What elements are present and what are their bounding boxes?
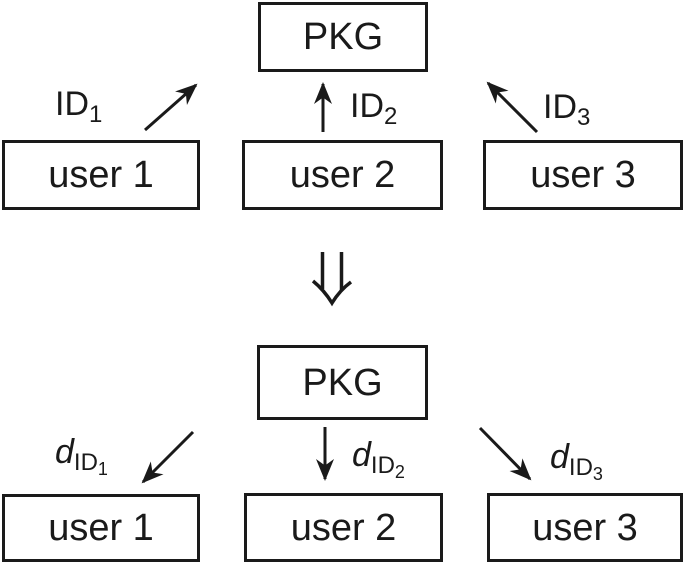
user1-box-bottom: user 1: [2, 494, 200, 562]
user1-box-top: user 1: [2, 140, 200, 210]
user2-box-top: user 2: [242, 140, 443, 210]
user1-bottom-label: user 1: [48, 507, 154, 549]
label-d-id3: dID3: [550, 438, 603, 483]
user2-bottom-label: user 2: [290, 506, 397, 549]
d-id3-subsub: 3: [592, 464, 603, 484]
d-id1-base: d: [55, 433, 74, 471]
label-id3: ID3: [543, 88, 590, 130]
id2-sub: 2: [384, 103, 398, 130]
user2-top-label: user 2: [289, 154, 396, 196]
arrow-pkg-to-user1: [141, 430, 195, 484]
d-id3-base: d: [550, 438, 569, 476]
id3-base: ID: [543, 88, 577, 126]
user3-box-bottom: user 3: [487, 493, 683, 562]
user3-top-label: user 3: [530, 154, 636, 196]
id3-sub: 3: [577, 104, 591, 131]
arrow-user1-to-pkg: [144, 83, 198, 132]
pkg-box-bottom: PKG: [257, 345, 428, 420]
id1-base: ID: [55, 85, 89, 123]
pkg-box-top: PKG: [258, 2, 428, 72]
id2-base: ID: [350, 87, 384, 125]
user1-top-label: user 1: [48, 154, 154, 196]
d-id2-base: d: [352, 436, 371, 474]
id1-sub: 1: [89, 101, 103, 128]
d-id3-sub: ID: [568, 454, 593, 481]
label-d-id1: dID1: [55, 433, 108, 478]
double-down-arrow: [311, 252, 353, 307]
arrow-pkg-to-user3: [478, 426, 532, 481]
label-id1: ID1: [55, 85, 102, 127]
user3-bottom-label: user 3: [532, 506, 638, 549]
arrow-user3-to-pkg: [486, 81, 539, 134]
label-d-id2: dID2: [352, 436, 405, 481]
user2-box-bottom: user 2: [244, 493, 443, 562]
d-id1-subsub: 1: [97, 459, 108, 479]
label-id2: ID2: [350, 87, 397, 129]
user3-box-top: user 3: [483, 140, 683, 210]
pkg-top-label: PKG: [302, 16, 384, 58]
d-id2-sub: ID: [370, 452, 395, 479]
pkg-bottom-label: PKG: [302, 361, 383, 404]
d-id1-sub: ID: [73, 449, 98, 476]
d-id2-subsub: 2: [394, 462, 405, 482]
